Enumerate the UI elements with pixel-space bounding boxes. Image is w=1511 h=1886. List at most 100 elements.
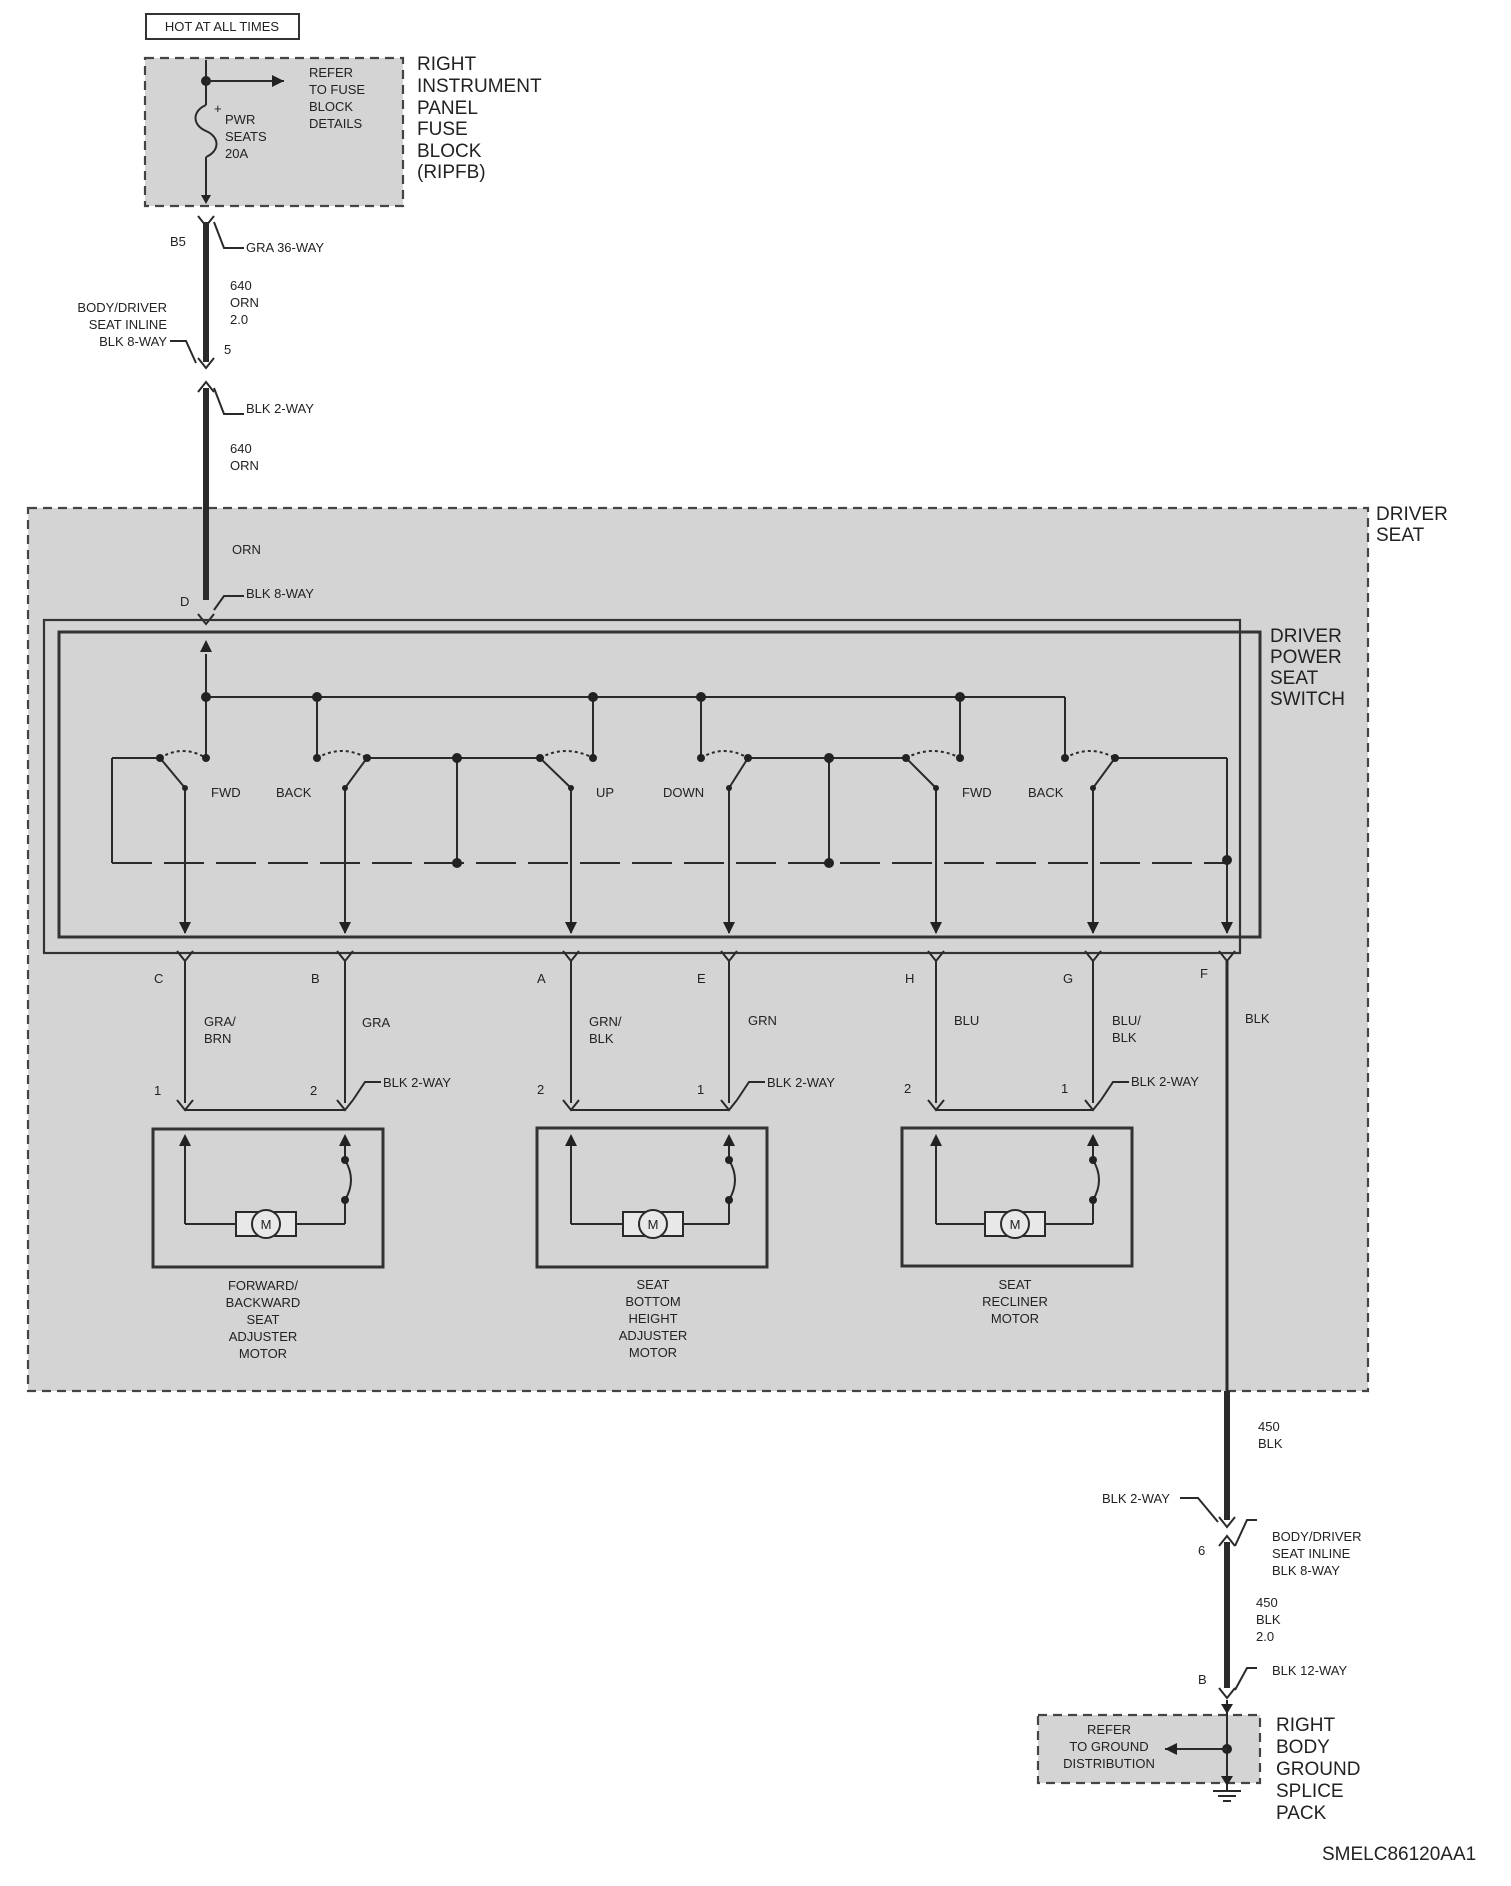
svg-text:BODY: BODY	[1276, 1737, 1330, 1758]
pin-b-bottom: B	[1198, 1672, 1207, 1687]
svg-text:PANEL: PANEL	[417, 98, 478, 119]
motor2-name: SEAT BOTTOM HEIGHT ADJUSTER MOTOR	[619, 1277, 688, 1360]
svg-text:BOTTOM: BOTTOM	[625, 1294, 680, 1309]
svg-text:ADJUSTER: ADJUSTER	[229, 1329, 298, 1344]
svg-text:FUSE: FUSE	[417, 119, 468, 140]
svg-text:BLK: BLK	[1258, 1436, 1283, 1451]
motor1-contact-bottom	[341, 1196, 349, 1204]
ground-name-label: RIGHT BODY GROUND SPLICE PACK	[1276, 1715, 1360, 1824]
connector-b-bottom	[1218, 1687, 1236, 1700]
motor3-box	[900, 1126, 1134, 1268]
svg-text:MOTOR: MOTOR	[239, 1346, 287, 1361]
motor1-symbol: M	[261, 1217, 272, 1232]
wire-450-blk-20-label: 450 BLK 2.0	[1256, 1595, 1281, 1644]
svg-text:2.0: 2.0	[230, 312, 248, 327]
motor3-pin2: 2	[904, 1081, 911, 1096]
svg-text:640: 640	[230, 278, 252, 293]
svg-text:RIGHT: RIGHT	[1276, 1715, 1336, 1736]
svg-text:450: 450	[1258, 1419, 1280, 1434]
svg-text:INSTRUMENT: INSTRUMENT	[417, 76, 542, 97]
switch-connector-frame	[42, 618, 1242, 955]
svg-text:SEAT: SEAT	[637, 1277, 670, 1292]
svg-text:POWER: POWER	[1270, 647, 1342, 668]
fuse-name-text: PWR SEATS 20A	[225, 112, 267, 161]
switch-fwd-1: FWD	[211, 785, 241, 800]
switch-back-2: BACK	[1028, 785, 1064, 800]
wire-blu-label: BLU	[954, 1013, 979, 1028]
svg-text:DISTRIBUTION: DISTRIBUTION	[1063, 1756, 1155, 1771]
pin-h: H	[905, 971, 914, 986]
motor2-pin1: 1	[697, 1082, 704, 1097]
svg-text:BLU/: BLU/	[1112, 1013, 1141, 1028]
pin-d: D	[180, 594, 189, 609]
svg-text:RECLINER: RECLINER	[982, 1294, 1048, 1309]
svg-text:BACKWARD: BACKWARD	[226, 1295, 301, 1310]
blk-2way-bottom-label: BLK 2-WAY	[1102, 1491, 1170, 1506]
svg-text:BLK 8-WAY: BLK 8-WAY	[99, 334, 167, 349]
motor3-name: SEAT RECLINER MOTOR	[982, 1277, 1048, 1326]
fuse-refer-text: REFER TO FUSE BLOCK DETAILS	[309, 65, 365, 131]
svg-text:MOTOR: MOTOR	[629, 1345, 677, 1360]
svg-text:BLK: BLK	[1112, 1030, 1137, 1045]
wire-gra-label: GRA	[362, 1015, 391, 1030]
ground-out-arrow	[1221, 1776, 1233, 1786]
switch-box	[57, 630, 1262, 939]
connector-inline-bottom-a	[1218, 1516, 1236, 1529]
motor2-pin2: 2	[537, 1082, 544, 1097]
svg-text:PACK: PACK	[1276, 1803, 1327, 1824]
switch-down: DOWN	[663, 785, 704, 800]
svg-text:SEAT: SEAT	[1376, 525, 1425, 546]
connector-inline-top-a	[197, 357, 215, 370]
svg-text:ORN: ORN	[230, 295, 259, 310]
pin-6: 6	[1198, 1543, 1205, 1558]
orn-label: ORN	[232, 542, 261, 557]
hot-at-all-times-label: HOT AT ALL TIMES	[165, 19, 279, 34]
svg-text:SEAT: SEAT	[247, 1312, 280, 1327]
motor1-connector-label: BLK 2-WAY	[383, 1075, 451, 1090]
motor-connectors	[176, 1081, 1129, 1112]
svg-text:640: 640	[230, 441, 252, 456]
svg-text:ORN: ORN	[230, 458, 259, 473]
svg-text:BODY/DRIVER: BODY/DRIVER	[77, 300, 167, 315]
motor-feed-wires	[184, 961, 1094, 1103]
svg-text:SEAT: SEAT	[1270, 668, 1319, 689]
svg-text:GRN/: GRN/	[589, 1014, 622, 1029]
wire-blu-blk-label: BLU/ BLK	[1112, 1013, 1141, 1045]
wire-gra-brn-label: GRA/ BRN	[204, 1014, 236, 1046]
svg-text:BLK: BLK	[589, 1031, 614, 1046]
pin-f: F	[1200, 966, 1208, 981]
motor2-contact-top	[725, 1156, 733, 1164]
motor1-pin1: 1	[154, 1083, 161, 1098]
svg-text:BRN: BRN	[204, 1031, 231, 1046]
svg-text:2.0: 2.0	[1256, 1629, 1274, 1644]
gra-36way-label: GRA 36-WAY	[246, 240, 324, 255]
blk-8way-label: BLK 8-WAY	[246, 586, 314, 601]
motor1-contact-top	[341, 1156, 349, 1164]
driver-seat-label: DRIVER SEAT	[1376, 504, 1448, 546]
ripfb-label: RIGHT INSTRUMENT PANEL FUSE BLOCK (RIPFB…	[417, 54, 542, 183]
svg-text:SEATS: SEATS	[225, 129, 267, 144]
motor2-contact-bottom	[725, 1196, 733, 1204]
svg-text:20A: 20A	[225, 146, 248, 161]
connector-d	[197, 613, 215, 626]
svg-text:BLK 8-WAY: BLK 8-WAY	[1272, 1563, 1340, 1578]
driver-seat-area	[26, 506, 1370, 1393]
connector-inline-bottom-b	[1218, 1534, 1236, 1547]
svg-text:PWR: PWR	[225, 112, 255, 127]
switch-splice-dots	[156, 692, 1232, 868]
svg-text:DRIVER: DRIVER	[1270, 626, 1342, 647]
svg-text:HEIGHT: HEIGHT	[628, 1311, 677, 1326]
leader-blk2way-top	[213, 387, 244, 415]
motor3-contact-bottom	[1089, 1196, 1097, 1204]
wire-640-orn-20-label: 640 ORN 2.0	[230, 278, 259, 327]
svg-text:SEAT INLINE: SEAT INLINE	[1272, 1546, 1351, 1561]
svg-text:DRIVER: DRIVER	[1376, 504, 1448, 525]
leader-inline-bottom	[1234, 1519, 1257, 1547]
svg-text:(RIPFB): (RIPFB)	[417, 162, 486, 183]
pin-a: A	[537, 971, 546, 986]
motor2-symbol: M	[648, 1217, 659, 1232]
svg-text:RIGHT: RIGHT	[417, 54, 477, 75]
pin-c: C	[154, 971, 163, 986]
motor3-pin1: 1	[1061, 1081, 1068, 1096]
connector-inline-top-b	[197, 380, 215, 393]
